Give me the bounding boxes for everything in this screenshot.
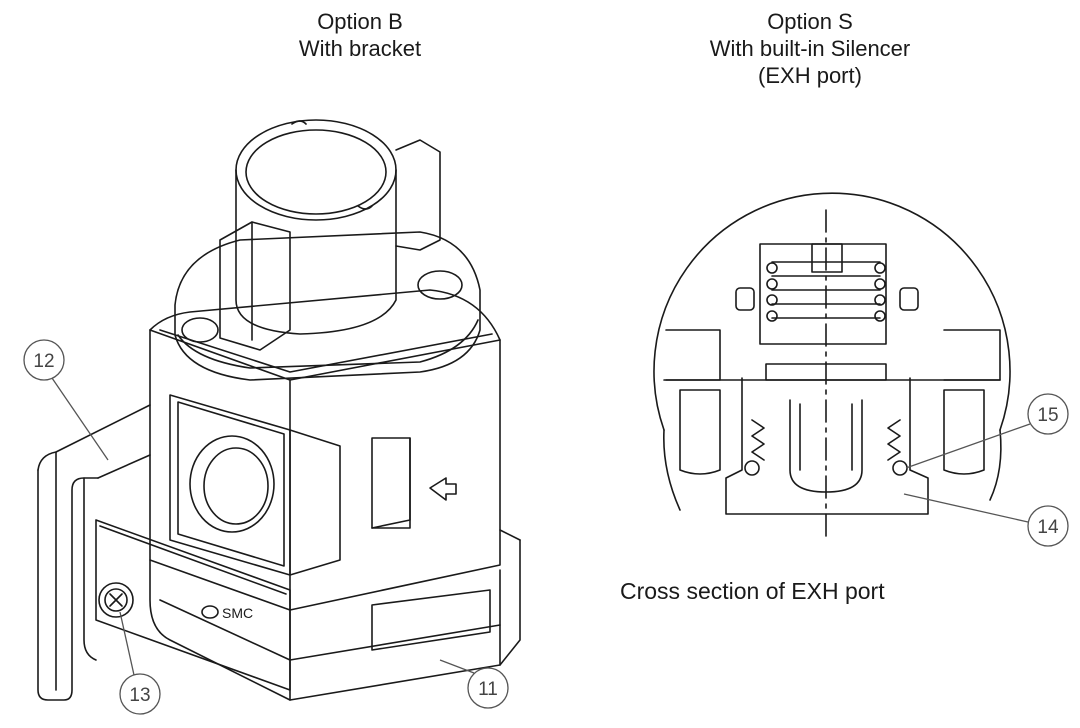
callout-15: 15 <box>905 393 1069 469</box>
callout-13-label: 13 <box>129 685 150 706</box>
callout-11-label: 11 <box>478 679 498 700</box>
silencer <box>725 363 929 515</box>
option-s-subtitle: With built-in Silencer <box>709 36 911 61</box>
bracket-screw <box>98 582 134 618</box>
cross-section-caption: Cross section of EXH port <box>620 578 885 604</box>
callout-11: 11 <box>439 659 509 709</box>
inlet-port <box>169 394 341 576</box>
option-s-caption: Option S With built-in Silencer (EXH por… <box>640 8 980 89</box>
option-s-title: Option S <box>767 9 853 34</box>
callout-14-label: 14 <box>1037 517 1059 538</box>
option-b-subtitle: With bracket <box>298 36 422 61</box>
callout-13: 13 <box>119 611 161 715</box>
option-s-port-note: (EXH port) <box>758 63 862 88</box>
option-b-caption: Option B With bracket <box>200 8 520 62</box>
bonnet <box>174 231 481 381</box>
option-b-title: Option B <box>317 9 403 34</box>
callout-15-label: 15 <box>1037 405 1058 426</box>
adjustment-knob <box>219 119 441 351</box>
callout-12: 12 <box>23 339 109 461</box>
bracket-plate <box>37 404 291 701</box>
regulator-with-bracket: SMC <box>37 119 521 701</box>
callout-12-label: 12 <box>33 351 54 372</box>
callout-14: 14 <box>903 493 1069 547</box>
svg-text:SMC: SMC <box>222 605 253 621</box>
exh-port-cross-section <box>653 192 1011 541</box>
spring-coils <box>766 261 886 322</box>
regulator-body: SMC <box>149 289 521 701</box>
